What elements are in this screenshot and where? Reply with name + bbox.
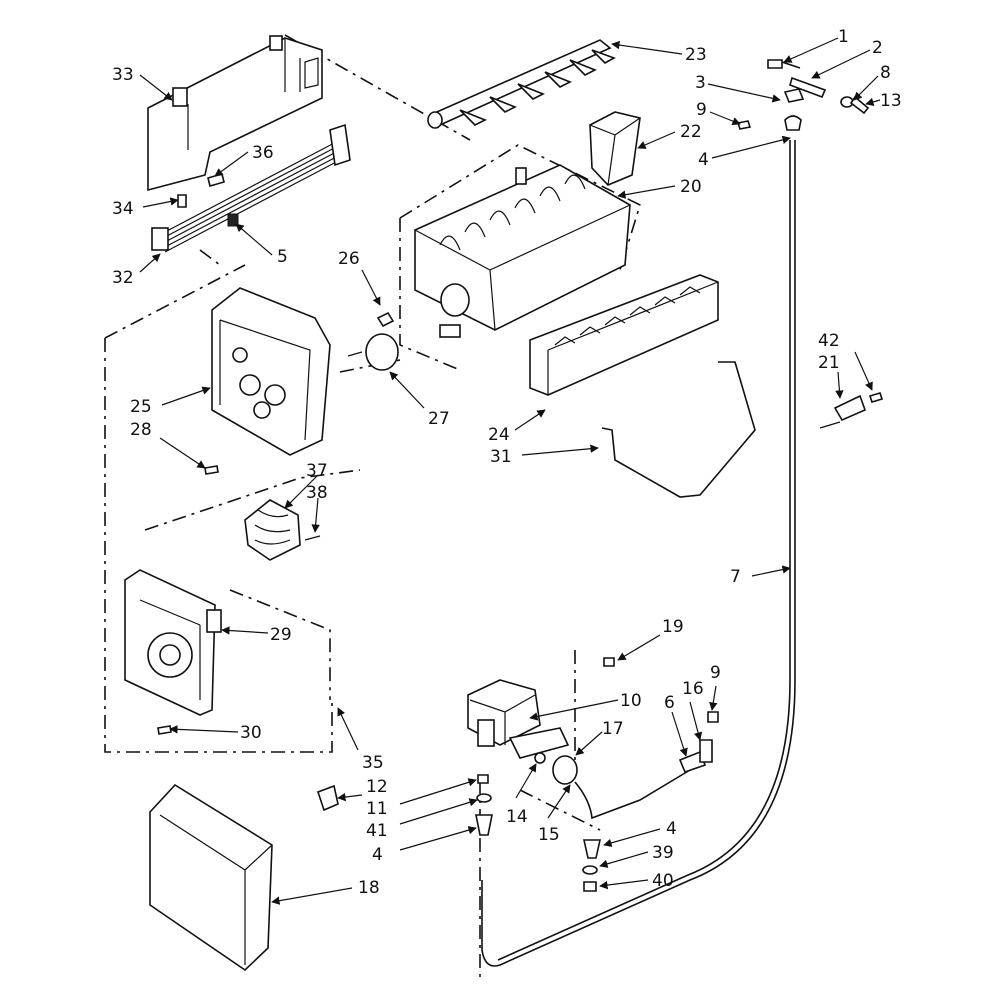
callout-15: 15 (538, 825, 560, 845)
callout-36: 36 (252, 143, 274, 163)
callout-6: 6 (664, 693, 675, 713)
callout-20: 20 (680, 177, 702, 197)
callout-8: 8 (880, 63, 891, 83)
callout-1: 1 (838, 27, 849, 47)
callout-42: 42 (818, 331, 840, 351)
callout-29: 29 (270, 625, 292, 645)
callout-11: 11 (366, 799, 388, 819)
callout-9a: 9 (696, 100, 707, 120)
callout-4c: 4 (666, 819, 677, 839)
callout-35: 35 (362, 753, 384, 773)
callout-30: 30 (240, 723, 262, 743)
part-32-wire-harness (151, 123, 351, 253)
part-18-panel (149, 783, 273, 972)
callout-26: 26 (338, 249, 360, 269)
callout-39: 39 (652, 843, 674, 863)
callout-16: 16 (682, 679, 704, 699)
part-24-stripper (529, 274, 719, 396)
callout-13: 13 (880, 91, 902, 111)
small-hardware (157, 392, 884, 892)
callout-12: 12 (366, 777, 388, 797)
part-7-water-tube (481, 140, 796, 967)
callout-34: 34 (112, 199, 134, 219)
part-22-fill-cup (589, 111, 641, 186)
callout-5: 5 (277, 247, 288, 267)
part-20-ice-mold (414, 164, 631, 338)
callout-14: 14 (506, 807, 528, 827)
part-31-shutoff-arm (601, 361, 756, 498)
callout-4a: 4 (698, 150, 709, 170)
part-10-water-valve (467, 679, 713, 820)
callout-27: 27 (428, 409, 450, 429)
callout-38: 38 (306, 483, 328, 503)
callout-22: 22 (680, 122, 702, 142)
callout-41: 41 (366, 821, 388, 841)
callout-32: 32 (112, 268, 134, 288)
callout-37: 37 (306, 461, 328, 481)
callout-10: 10 (620, 691, 642, 711)
leader-lines (139, 37, 881, 905)
callout-17: 17 (602, 719, 624, 739)
callout-18: 18 (358, 878, 380, 898)
callout-25: 25 (130, 397, 152, 417)
callout-21: 21 (818, 353, 840, 373)
part-25-housing (211, 287, 331, 456)
part-23-ejector (427, 39, 616, 129)
callout-labels: 1 2 3 8 13 9 4 23 22 20 33 36 34 32 5 26… (112, 27, 902, 898)
callout-23: 23 (685, 45, 707, 65)
callout-40: 40 (652, 871, 674, 891)
callout-3: 3 (695, 73, 706, 93)
part-37-motor (244, 499, 321, 561)
callout-28: 28 (130, 420, 152, 440)
top-fittings (736, 59, 870, 131)
callout-7: 7 (730, 567, 741, 587)
callout-33: 33 (112, 65, 134, 85)
callout-19: 19 (662, 617, 684, 637)
callout-24: 24 (488, 425, 510, 445)
callout-31: 31 (490, 447, 512, 467)
part-27-coupling (347, 311, 399, 371)
callout-4b: 4 (372, 845, 383, 865)
part-33-bracket (147, 35, 323, 192)
callout-9b: 9 (710, 663, 721, 683)
part-29-plate (124, 569, 222, 716)
callout-2: 2 (872, 38, 883, 58)
